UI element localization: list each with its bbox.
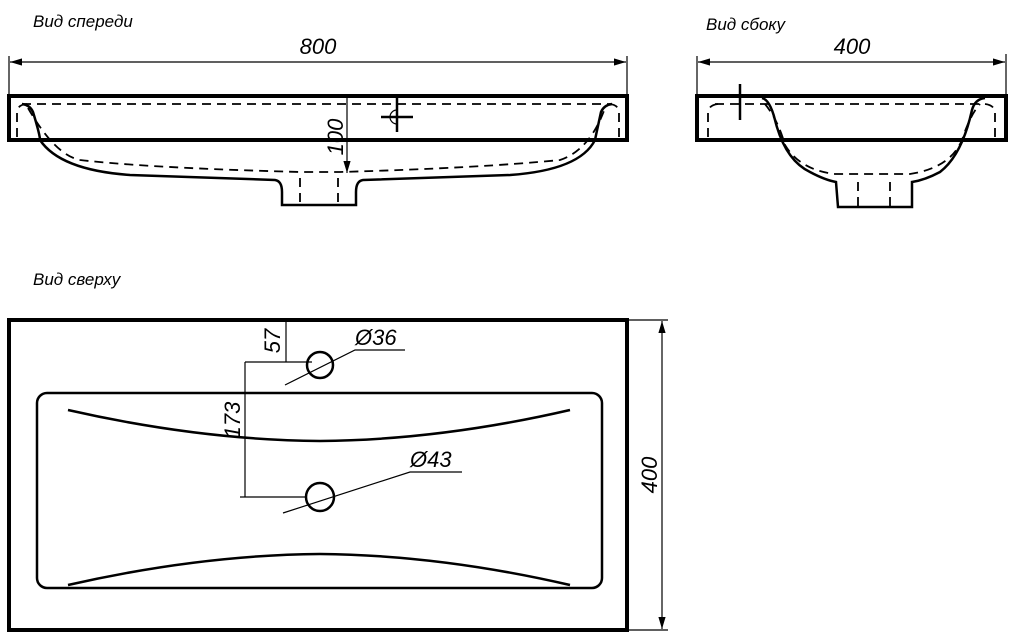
tap-hole bbox=[305, 350, 335, 380]
side-width-dimension: 400 bbox=[834, 34, 871, 59]
side-view: Вид сбоку 400 bbox=[695, 15, 1008, 209]
height-dimension: 100 bbox=[323, 118, 348, 155]
front-rim bbox=[7, 94, 629, 142]
top-view: Вид сверху 400 57 173 Ø36 Ø43 bbox=[7, 270, 668, 632]
tap-hole-diameter: Ø36 bbox=[354, 325, 397, 350]
drain-hole bbox=[304, 481, 336, 513]
side-view-title: Вид сбоку bbox=[706, 15, 786, 34]
front-view: Вид спереди 800 100 bbox=[7, 12, 629, 207]
front-view-title: Вид спереди bbox=[33, 12, 133, 31]
tap-hole-marker-icon bbox=[381, 96, 413, 132]
hole-spacing-dimension: 173 bbox=[220, 401, 245, 438]
top-outline bbox=[7, 318, 629, 632]
depth-dimension: 400 bbox=[637, 456, 662, 493]
hole-offset-dimension: 57 bbox=[260, 328, 285, 353]
side-rim bbox=[695, 94, 1008, 142]
top-view-title: Вид сверху bbox=[33, 270, 122, 289]
drain-hole-diameter: Ø43 bbox=[409, 447, 452, 472]
bowl-outline bbox=[35, 391, 604, 590]
width-dimension: 800 bbox=[300, 34, 337, 59]
